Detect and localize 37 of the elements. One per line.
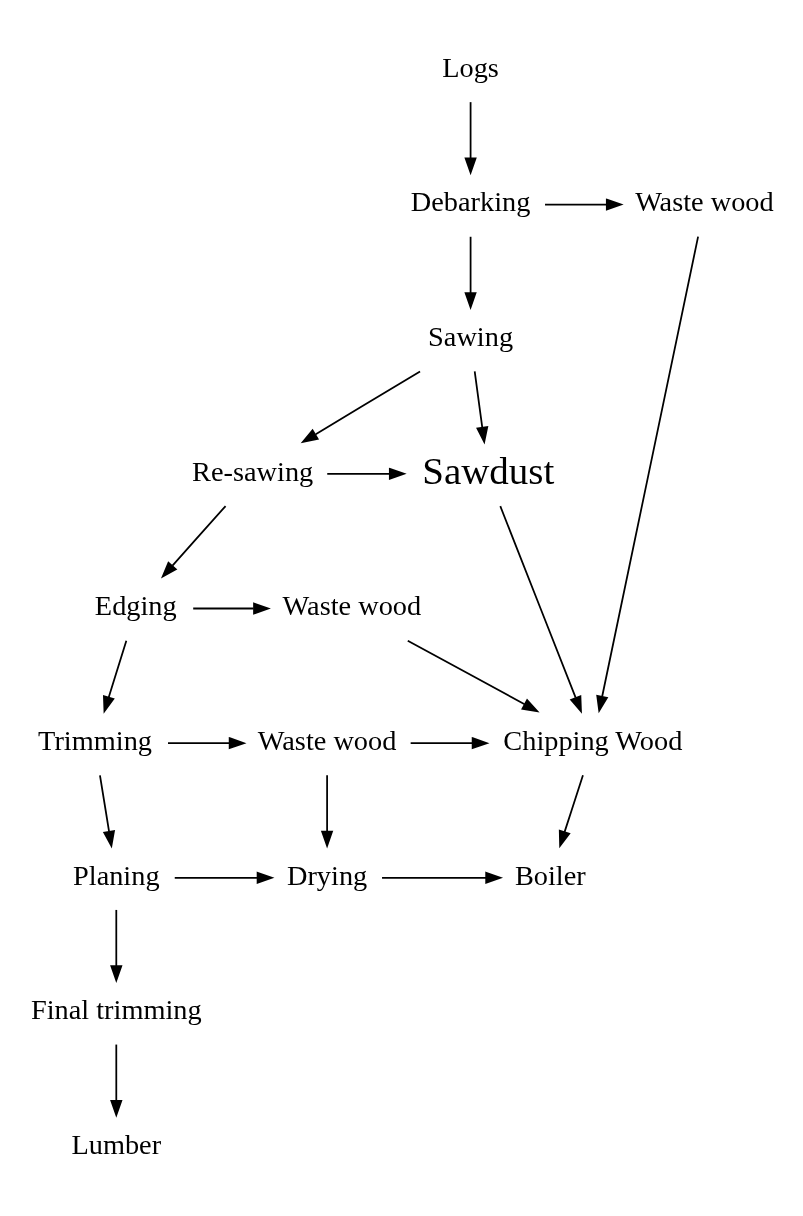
arrow bbox=[167, 736, 247, 749]
node-text: Waste wood bbox=[282, 589, 422, 621]
arrow bbox=[103, 639, 128, 714]
node-text: Sawing bbox=[428, 320, 514, 352]
arrow bbox=[192, 601, 271, 615]
node-text: Planing bbox=[73, 859, 160, 890]
arrow bbox=[300, 370, 421, 443]
node-text: Drying bbox=[286, 859, 368, 890]
arrow bbox=[110, 1043, 123, 1118]
node-text: Logs bbox=[442, 51, 499, 83]
arrow bbox=[326, 467, 407, 480]
arrow bbox=[596, 235, 699, 713]
node-text: Waste wood bbox=[635, 185, 774, 217]
node-text: Final trimming bbox=[30, 993, 202, 1025]
arrow bbox=[173, 871, 275, 884]
node-text: Debarking bbox=[410, 185, 531, 217]
arrow bbox=[110, 908, 123, 983]
arrow bbox=[473, 370, 489, 444]
arrow bbox=[464, 235, 477, 310]
arrow bbox=[99, 773, 116, 848]
node-text: Edging bbox=[94, 589, 177, 621]
node-text: Boiler bbox=[514, 859, 586, 890]
arrow bbox=[464, 100, 477, 175]
arrow bbox=[409, 736, 490, 749]
arrow bbox=[499, 504, 582, 714]
node-text: Trimming bbox=[38, 724, 152, 756]
arrow bbox=[160, 504, 227, 578]
node-text: Sawdust bbox=[422, 448, 555, 492]
arrow bbox=[320, 773, 334, 848]
node-text: Re-sawing bbox=[192, 455, 314, 487]
arrow bbox=[381, 871, 504, 884]
node-text: Chipping Wood bbox=[503, 724, 683, 756]
arrow bbox=[406, 639, 540, 712]
arrow bbox=[544, 197, 624, 211]
node-text: Waste wood bbox=[257, 724, 397, 756]
arrow bbox=[558, 773, 584, 848]
node-text: Lumber bbox=[71, 1128, 162, 1160]
